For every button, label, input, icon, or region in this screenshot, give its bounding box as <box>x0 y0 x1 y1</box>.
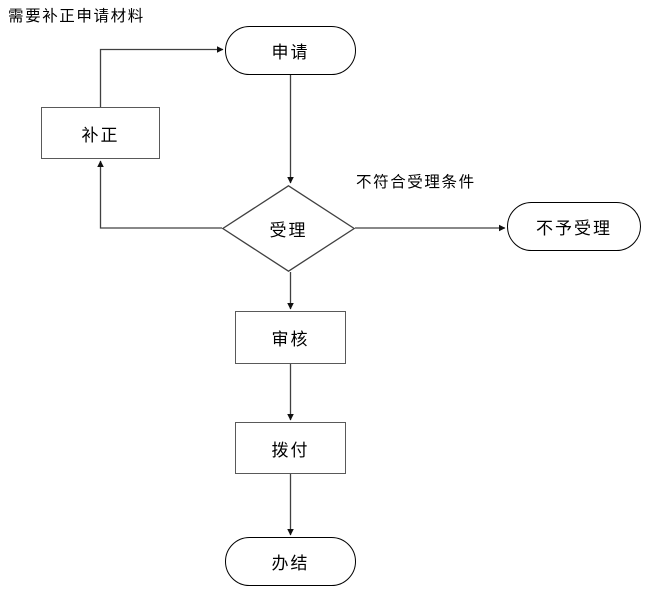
node-done[interactable]: 办结 <box>225 537 356 586</box>
edge-label-need-supplement: 需要补正申请材料 <box>8 4 145 26</box>
diamond-shape <box>222 185 355 272</box>
node-supplement-label: 补正 <box>81 125 120 145</box>
node-supplement[interactable]: 补正 <box>41 107 160 159</box>
node-reject[interactable]: 不予受理 <box>507 202 641 251</box>
node-done-label: 办结 <box>271 554 310 573</box>
edge-label-not-meet-conditions: 不符合受理条件 <box>356 170 476 192</box>
node-reject-label: 不予受理 <box>536 219 612 238</box>
node-accept[interactable]: 受理 <box>222 185 355 272</box>
node-review-label: 审核 <box>271 330 310 349</box>
edge-accept-to-supplement <box>97 160 222 229</box>
node-apply-label: 申请 <box>271 43 310 62</box>
edge-supplement-to-apply <box>99 46 224 107</box>
node-disburse[interactable]: 拨付 <box>235 422 346 474</box>
node-apply[interactable]: 申请 <box>225 26 356 75</box>
node-accept-label: 受理 <box>269 221 308 240</box>
node-disburse-label: 拨付 <box>271 440 310 460</box>
node-review[interactable]: 审核 <box>235 311 346 364</box>
